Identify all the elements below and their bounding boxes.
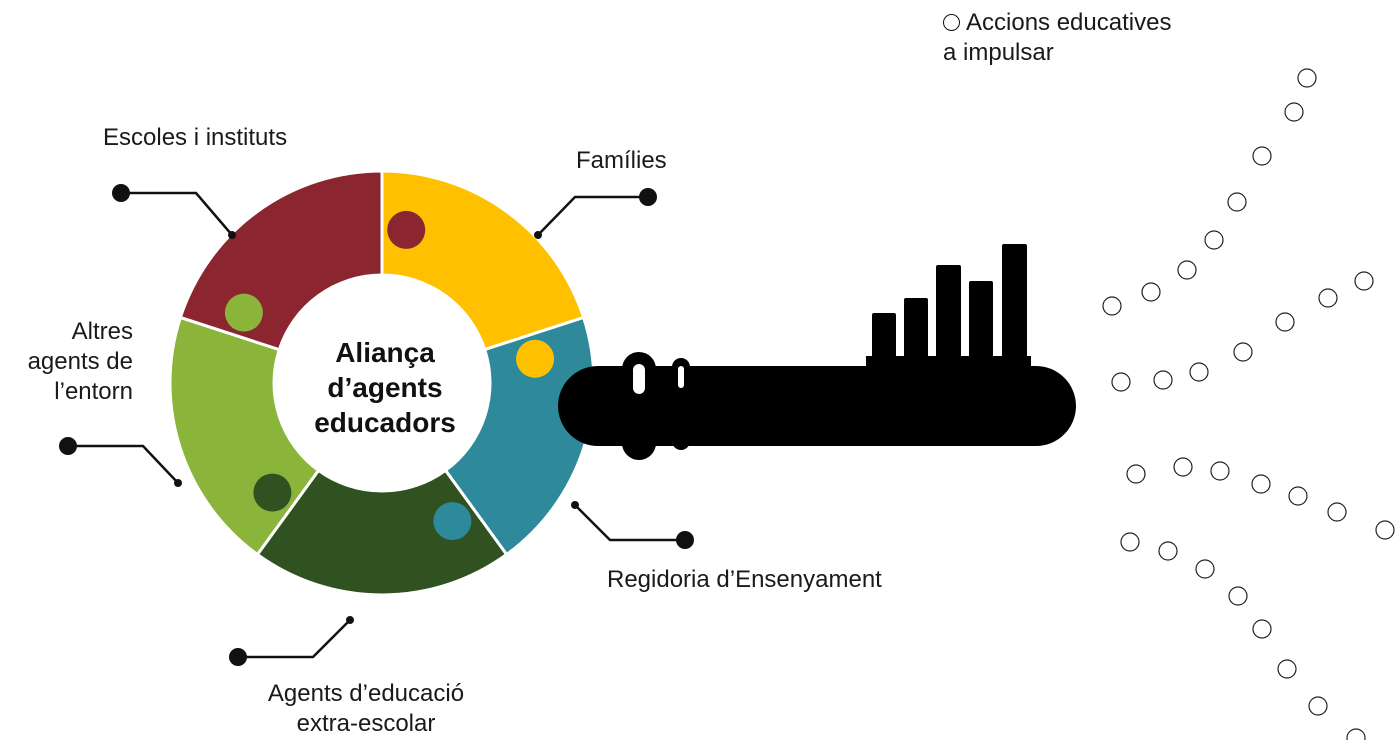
circle-outline-icon xyxy=(1195,559,1215,579)
circle-outline-icon xyxy=(1173,457,1193,477)
segment-families xyxy=(380,169,586,352)
key-icon xyxy=(558,244,1076,460)
circle-outline-icon xyxy=(1346,728,1366,740)
circle-outline-icon xyxy=(943,14,960,31)
circle-outline-icon xyxy=(1120,532,1140,552)
dot-connector-icon xyxy=(639,188,657,206)
circle-outline-icon xyxy=(1204,230,1224,250)
legend-line: a impulsar xyxy=(943,39,1054,66)
center-title-line: educadors xyxy=(314,407,456,438)
key-collar-left xyxy=(622,352,656,460)
key-slot xyxy=(678,366,684,388)
circle-outline-icon xyxy=(1158,541,1178,561)
dot-connector-icon xyxy=(229,648,247,666)
circle-outline-icon xyxy=(1375,520,1395,540)
center-title-line: Aliança xyxy=(335,337,435,368)
connector-regidoria xyxy=(574,504,685,542)
key-tooth xyxy=(1002,244,1027,360)
circle-outline-icon xyxy=(1177,260,1197,280)
puzzle-knob-extraescolar xyxy=(253,473,292,512)
legend-line: Accions educatives xyxy=(943,8,1171,38)
legend: Accions educatives a impulsar xyxy=(943,8,1171,68)
circle-outline-icon xyxy=(1277,659,1297,679)
label-line: agents de xyxy=(27,348,133,375)
label-line: extra-escolar xyxy=(296,710,436,737)
connector-extraescolar xyxy=(238,619,351,659)
circle-outline-icon xyxy=(1252,146,1272,166)
puzzle-knob-families xyxy=(516,339,555,378)
circle-outline-icon xyxy=(1354,271,1374,291)
circle-outline-icon xyxy=(1297,68,1317,88)
circle-outline-icon xyxy=(1126,464,1146,484)
agents-ring xyxy=(168,169,596,597)
connector-escoles xyxy=(121,191,233,236)
circle-outline-icon xyxy=(1102,296,1122,316)
puzzle-knob-escoles xyxy=(387,210,426,249)
dot-connector-icon xyxy=(174,479,182,487)
circle-outline-icon xyxy=(1288,486,1308,506)
circle-outline-icon xyxy=(1308,696,1328,716)
key-tooth xyxy=(904,298,928,360)
dot-connector-icon xyxy=(346,616,354,624)
connectors xyxy=(68,191,685,659)
action-circles xyxy=(1102,68,1395,740)
circle-outline-icon xyxy=(1275,312,1295,332)
label-line: Agents d’educació xyxy=(267,680,465,707)
dot-connector-icon xyxy=(228,231,236,239)
key-tooth xyxy=(936,265,961,360)
center-title-line: d’agents xyxy=(327,372,443,403)
dot-connector-icon xyxy=(59,437,77,455)
circle-outline-icon xyxy=(1284,102,1304,122)
label-escoles: Escoles i instituts xyxy=(103,124,288,151)
puzzle-knob-regidoria xyxy=(433,502,472,541)
key-slot xyxy=(633,364,645,394)
label-extraescolar: Agents d’educació extra-escolar xyxy=(236,679,496,739)
center-title: Aliança d’agents educadors xyxy=(275,335,495,440)
dot-connector-icon xyxy=(676,531,694,549)
circle-outline-icon xyxy=(1327,502,1347,522)
key-tooth xyxy=(969,281,993,360)
circle-outline-icon xyxy=(1210,461,1230,481)
legend-text: Accions educatives xyxy=(966,9,1172,36)
label-altres: Altres agents de l’entorn xyxy=(10,317,133,407)
key-slots xyxy=(633,364,684,394)
circle-outline-icon xyxy=(1153,370,1173,390)
circle-outline-icon xyxy=(1318,288,1338,308)
ring-center xyxy=(275,276,489,490)
puzzle-knob-altres xyxy=(224,293,263,332)
connector-families xyxy=(537,195,648,236)
circle-outline-icon xyxy=(1141,282,1161,302)
label-line: Altres xyxy=(71,318,133,345)
circle-outline-icon xyxy=(1111,372,1131,392)
circle-outline-icon xyxy=(1251,474,1271,494)
connector-dots xyxy=(59,184,694,666)
dot-connector-icon xyxy=(571,501,579,509)
dot-connector-icon xyxy=(534,231,542,239)
connector-altres xyxy=(68,444,179,484)
label-regidoria: Regidoria d’Ensenyament xyxy=(607,566,882,593)
circle-outline-icon xyxy=(1227,192,1247,212)
dot-connector-icon xyxy=(112,184,130,202)
segment-extraescolar xyxy=(255,468,509,597)
circle-outline-icon xyxy=(1252,619,1272,639)
circle-outline-icon xyxy=(1228,586,1248,606)
key-collar-right xyxy=(672,358,690,450)
circle-outline-icon xyxy=(1189,362,1209,382)
circle-outline-icon xyxy=(1233,342,1253,362)
key-tooth xyxy=(872,313,896,360)
label-families: Famílies xyxy=(576,147,667,174)
label-line: l’entorn xyxy=(54,378,133,405)
